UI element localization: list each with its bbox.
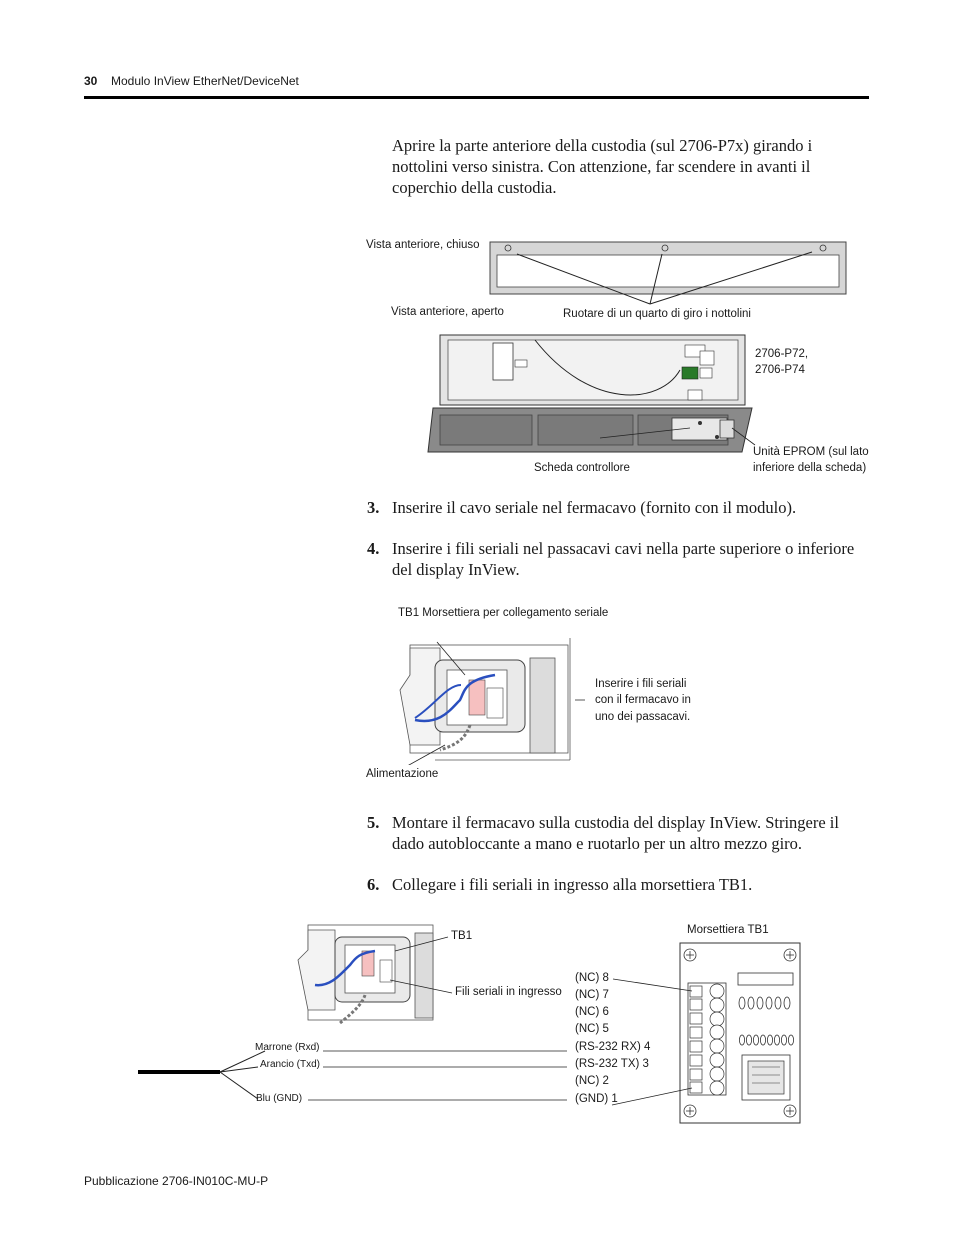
pin-label-8: (NC) 8 bbox=[575, 972, 609, 984]
intro-paragraph: Aprire la parte anteriore della custodia… bbox=[392, 136, 813, 197]
serial-cable bbox=[138, 1050, 567, 1101]
label-tb1-serial-block: TB1 Morsettiera per collegamento seriale bbox=[398, 607, 609, 619]
step-6-number: 6. bbox=[367, 875, 380, 894]
pin-label-6: (NC) 6 bbox=[575, 1006, 609, 1018]
label-tb1: TB1 bbox=[451, 930, 473, 942]
pin-label-4: (RS-232 RX) 4 bbox=[575, 1041, 651, 1053]
pin-label-5: (NC) 5 bbox=[575, 1023, 609, 1035]
wire-label-orange: Arancio (Txd) bbox=[260, 1059, 321, 1070]
step-4-text: Inserire i fili seriali nel passacavi ca… bbox=[392, 539, 855, 579]
label-controller-board: Scheda controllore bbox=[534, 462, 630, 474]
figure-cable-clamp bbox=[399, 638, 585, 765]
label-insert-line2: con il fermacavo in bbox=[595, 694, 691, 706]
step-5-number: 5. bbox=[367, 813, 380, 832]
label-models-line2: 2706-P74 bbox=[755, 364, 805, 376]
label-insert-line1: Inserire i fili seriali bbox=[595, 678, 687, 690]
pin-label-3: (RS-232 TX) 3 bbox=[575, 1058, 649, 1070]
label-eprom-line2: inferiore della scheda) bbox=[753, 462, 867, 474]
label-eprom-line1: Unità EPROM (sul lato bbox=[753, 446, 869, 458]
running-header-title: Modulo InView EtherNet/DeviceNet bbox=[111, 74, 299, 88]
wire-label-brown: Marrone (Rxd) bbox=[255, 1042, 320, 1053]
closed-front-view bbox=[489, 241, 847, 305]
figure-wiring-diagram bbox=[138, 924, 801, 1124]
figure-front-views bbox=[427, 241, 847, 453]
header-rule bbox=[84, 96, 869, 99]
footer-publication: Pubblicazione 2706-IN010C-MU-P bbox=[84, 1174, 269, 1188]
label-front-closed: Vista anteriore, chiuso bbox=[366, 239, 480, 251]
pin-label-1: (GND) 1 bbox=[575, 1093, 618, 1105]
wire-label-blue: Blu (GND) bbox=[256, 1093, 303, 1104]
pin-label-2: (NC) 2 bbox=[575, 1075, 609, 1087]
label-terminal-block: Morsettiera TB1 bbox=[687, 924, 769, 936]
label-incoming-wires: Fili seriali in ingresso bbox=[455, 986, 562, 998]
pin-label-7: (NC) 7 bbox=[575, 989, 609, 1001]
step-3-text: Inserire il cavo seriale nel fermacavo (… bbox=[392, 498, 797, 517]
terminal-block-drawing bbox=[611, 942, 801, 1124]
label-front-open: Vista anteriore, aperto bbox=[391, 306, 504, 318]
page-number: 30 bbox=[84, 74, 98, 88]
step-5-text: Montare il fermacavo sulla custodia del … bbox=[392, 813, 839, 853]
module-sketch bbox=[297, 924, 453, 1025]
open-front-view bbox=[427, 334, 756, 453]
label-insert-line3: uno dei passacavi. bbox=[595, 711, 691, 723]
label-models-line1: 2706-P72, bbox=[755, 348, 809, 360]
step-3-number: 3. bbox=[367, 498, 380, 517]
label-power: Alimentazione bbox=[366, 768, 439, 780]
step-6-text: Collegare i fili seriali in ingresso all… bbox=[392, 875, 753, 894]
label-rotate-latches: Ruotare di un quarto di giro i nottolini bbox=[563, 308, 751, 320]
step-4-number: 4. bbox=[367, 539, 380, 558]
